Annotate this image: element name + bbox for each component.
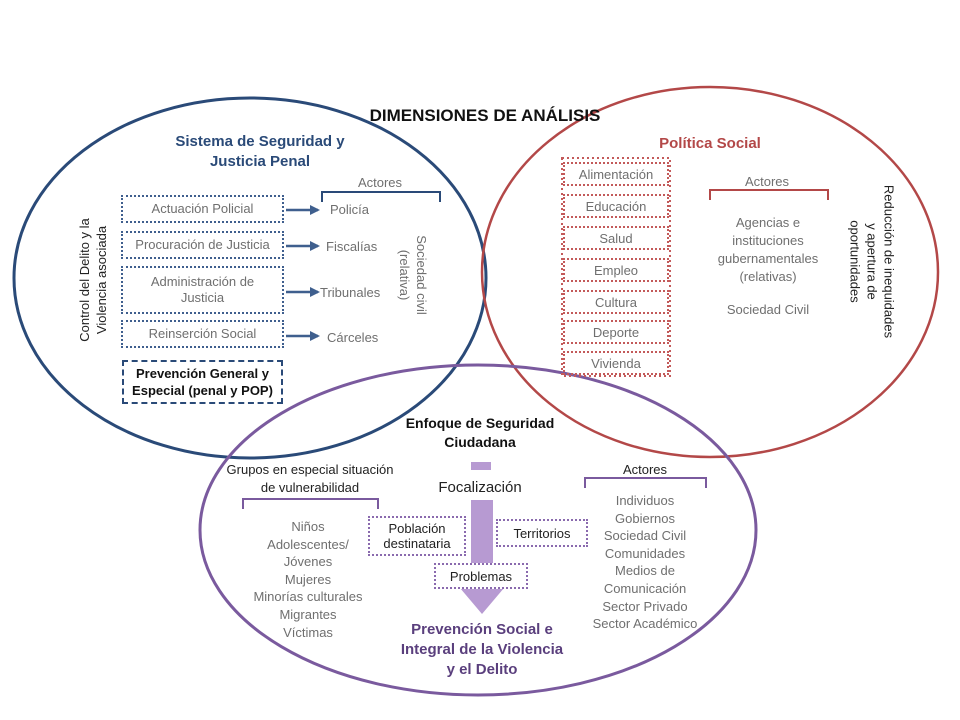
actor-policia: Policía (330, 202, 370, 217)
citizen-heading: Enfoque de Seguridad Ciudadana (380, 414, 580, 452)
security-heading: Sistema de Seguridad y Justicia Penal (150, 132, 370, 172)
agencies-line2: instituciones (732, 233, 804, 248)
outcome-line1: Prevención Social e (411, 621, 553, 638)
outcome-line3: y el Delito (446, 661, 518, 678)
citizen-outcome: Prevención Social e Integral de la Viole… (382, 620, 582, 680)
social-item-salud: Salud (563, 226, 669, 250)
box-reinsercion-social: Reinserción Social (121, 320, 284, 348)
social-ellipse (480, 85, 940, 459)
security-heading-line1: Sistema de Seguridad y (175, 133, 345, 150)
focus-arrowhead (460, 588, 504, 614)
social-item-vivienda: Vivienda (563, 351, 669, 375)
actor-gobiernos: Gobiernos (615, 510, 675, 526)
box-actuacion-policial: Actuación Policial (121, 195, 284, 223)
group-mujeres: Mujeres (284, 571, 332, 587)
actor-sector-academico: Sector Académico (592, 616, 698, 632)
security-actors-bracket (321, 191, 441, 202)
social-item-deporte: Deporte (563, 320, 669, 344)
security-actors-label: Actores (357, 175, 403, 190)
box-administracion-justicia: Administración de Justicia (121, 266, 284, 314)
box-procuracion-justicia: Procuración de Justicia (121, 231, 284, 259)
security-side-line1: Control del Delito y la (77, 218, 92, 342)
group-adolescentes: Adolescentes/ (267, 536, 349, 552)
target-population-box: Población destinataria (368, 516, 466, 556)
social-side-line1: Reducción de inequidades (881, 184, 897, 339)
security-ellipse (12, 96, 488, 460)
citizen-actors-bracket (584, 477, 707, 488)
groups-label-line1: Grupos en especial situación (226, 462, 394, 477)
groups-label: Grupos en especial situación de vulnerab… (225, 461, 395, 497)
actor-carceles: Cárceles (327, 330, 379, 345)
outcome-line2: Integral de la Violencia (400, 641, 564, 658)
actor-tribunales: Tribunales (320, 285, 381, 300)
group-migrantes: Migrantes (279, 606, 337, 622)
social-items-frame (561, 157, 671, 377)
actor-medios-line1: Medios de (615, 563, 675, 579)
focus-marker (471, 462, 491, 470)
group-jovenes: Jóvenes (283, 554, 333, 570)
agencies-line4: (relativas) (739, 269, 797, 284)
social-civil: Sociedad Civil (726, 302, 810, 317)
group-victimas: Víctimas (283, 624, 333, 640)
citizen-heading-line2: Ciudadana (444, 434, 516, 450)
security-side-line2: Violencia asociada (94, 225, 109, 335)
social-item-educacion: Educación (563, 194, 669, 218)
social-item-alimentacion: Alimentación (563, 162, 669, 186)
security-heading-line2: Justicia Penal (209, 153, 311, 170)
social-actors-bracket (709, 189, 829, 200)
groups-label-line2: de vulnerabilidad (260, 480, 360, 495)
focus-label: Focalización (438, 479, 522, 496)
diagram-title: DIMENSIONES DE ANÁLISIS (369, 106, 601, 125)
social-item-empleo: Empleo (563, 258, 669, 282)
security-civil-line2: (relativa) (397, 249, 412, 301)
citizen-actors-label: Actores (622, 462, 668, 477)
citizen-ellipse (198, 363, 758, 697)
citizen-actors-list: Individuos Gobiernos Sociedad Civil Comu… (580, 492, 710, 633)
social-agencies: Agencias e instituciones gubernamentales… (702, 214, 834, 286)
actor-sociedad-civil: Sociedad Civil (603, 528, 687, 544)
prevention-general-box: Prevención General y Especial (penal y P… (122, 360, 283, 404)
citizen-heading-line1: Enfoque de Seguridad (405, 415, 555, 431)
target-line2: destinataria (383, 536, 451, 551)
actor-comunidades: Comunidades (604, 545, 686, 561)
actor-sector-privado: Sector Privado (602, 598, 688, 614)
problems-box: Problemas (434, 563, 528, 589)
social-actors-label: Actores (744, 174, 790, 189)
actor-individuos: Individuos (615, 493, 675, 508)
social-heading: Política Social (659, 135, 761, 152)
social-side-line2: y apertura de (864, 223, 880, 300)
actor-fiscalias: Fiscalías (326, 239, 378, 254)
agencies-line3: gubernamentales (717, 251, 819, 266)
agencies-line1: Agencias e (735, 215, 801, 230)
groups-list: Niños Adolescentes/ Jóvenes Mujeres Mino… (238, 518, 378, 641)
social-item-cultura: Cultura (563, 290, 669, 314)
group-minorias: Minorías culturales (253, 589, 363, 605)
groups-bracket (242, 498, 379, 509)
actor-medios-line2: Comunicación (603, 580, 687, 596)
prevention-line1: Prevención General y (136, 366, 269, 381)
target-line1: Población (388, 521, 446, 536)
territories-box: Territorios (496, 519, 588, 547)
prevention-line2: Especial (penal y POP) (132, 383, 273, 398)
security-civil-line1: Sociedad civil (414, 235, 429, 315)
group-ninos: Niños (291, 519, 325, 534)
social-side-line3: oportunidades (847, 220, 863, 303)
